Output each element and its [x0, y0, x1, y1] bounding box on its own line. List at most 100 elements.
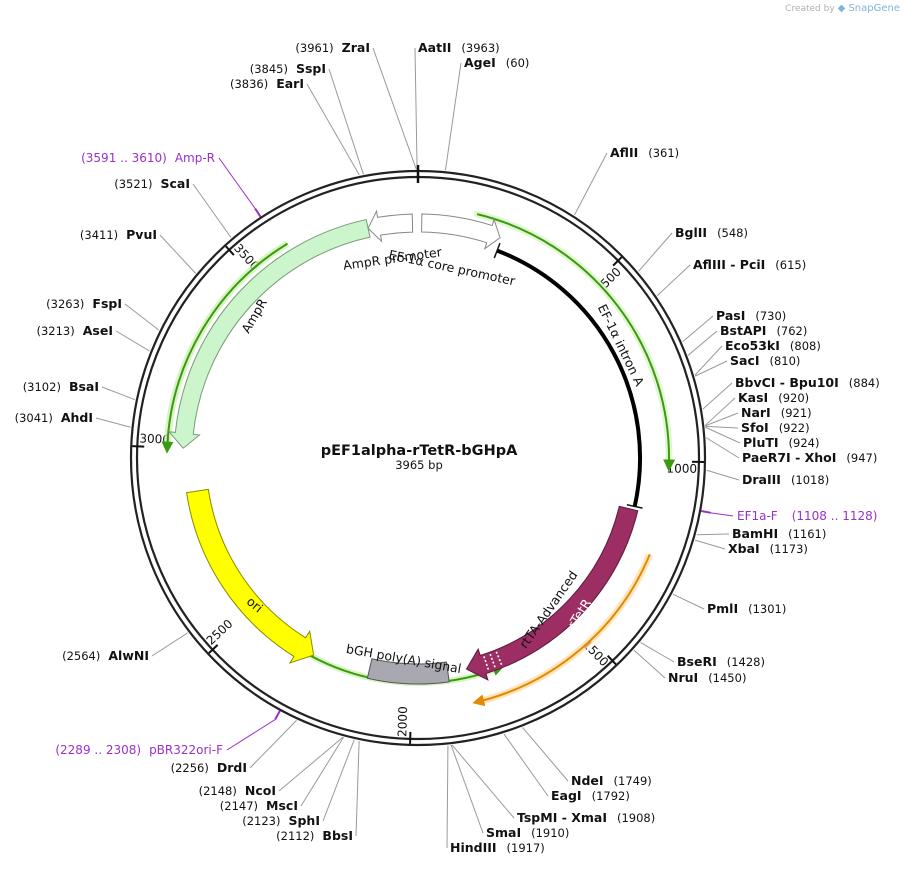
- ampr-arrow: [167, 218, 371, 449]
- site-name: SfoI: [741, 420, 769, 435]
- site-leader: [638, 232, 673, 272]
- site-label[interactable]: MscI(2147): [220, 798, 298, 813]
- site-label[interactable]: BstAPI (762): [720, 323, 807, 338]
- snapgene-credit: Created by ◆ SnapGene: [785, 3, 900, 14]
- site-label[interactable]: PmlI(1301): [707, 601, 786, 616]
- plasmid-size: 3965 bp: [395, 458, 443, 472]
- site-label[interactable]: DrdI(2256): [171, 760, 247, 775]
- primer-label[interactable]: (2289 .. 2308)pBR322ori-F: [55, 710, 281, 757]
- site-label[interactable]: AflIII - PciI(615): [693, 257, 806, 272]
- site-label[interactable]: SfoI(922): [741, 420, 810, 435]
- site-leader: [95, 417, 131, 428]
- site-label[interactable]: SspI(3845): [250, 61, 326, 76]
- primer-mark: [700, 509, 712, 514]
- site-label[interactable]: TspMI - XmaI(1908): [517, 810, 655, 825]
- site-position: (762): [776, 324, 807, 338]
- site-name: SacI: [730, 353, 760, 368]
- site-leader: [702, 382, 733, 410]
- tick-label: 2000: [395, 706, 410, 737]
- site-leader-lines: [95, 47, 741, 849]
- site-position: (3213): [37, 324, 75, 338]
- site-label[interactable]: KasI(920): [738, 390, 809, 405]
- site-name: NdeI: [571, 773, 604, 788]
- site-position: (2564): [62, 649, 100, 663]
- site-name: EarI: [276, 76, 304, 91]
- site-label[interactable]: BsaI(3102): [23, 379, 99, 394]
- site-label[interactable]: AlwNI (2564): [62, 648, 149, 663]
- site-name: PasI: [716, 308, 745, 323]
- site-label[interactable]: BamHI(1161): [732, 526, 826, 541]
- tick-label: 2500: [204, 617, 236, 648]
- site-label[interactable]: PaeR7I - XhoI(947): [742, 450, 877, 465]
- site-label[interactable]: Eco53kI(808): [725, 338, 821, 353]
- site-position: (3263): [46, 297, 84, 311]
- ori-arrow: [186, 488, 315, 664]
- site-label[interactable]: BbvCI - Bpu10I(884): [735, 375, 880, 390]
- site-name: EagI: [551, 788, 582, 803]
- site-name: DrdI: [217, 760, 247, 775]
- site-label[interactable]: SphI(2123): [242, 813, 320, 828]
- rtetr-arrow: [465, 505, 639, 681]
- site-label[interactable]: AhdI(3041): [15, 410, 93, 425]
- site-name: DraIII: [742, 472, 781, 487]
- site-label[interactable]: NruI(1450): [668, 670, 746, 685]
- site-position: (1910): [531, 826, 569, 840]
- site-label[interactable]: AseI(3213): [37, 323, 114, 338]
- site-leader: [687, 330, 718, 356]
- site-leader: [706, 469, 740, 481]
- site-label[interactable]: PvuI (3411): [80, 227, 157, 242]
- site-name: AlwNI: [108, 648, 149, 663]
- site-position: (3845): [250, 62, 288, 76]
- site-name: PluTI: [743, 435, 779, 450]
- site-label[interactable]: AgeI(60): [464, 55, 529, 70]
- site-label[interactable]: SacI(810): [730, 353, 800, 368]
- site-name: BstAPI: [720, 323, 766, 338]
- site-position: (2112): [276, 829, 314, 843]
- site-label[interactable]: ScaI(3521): [114, 176, 190, 191]
- site-position: (2148): [199, 784, 237, 798]
- site-label[interactable]: PasI(730): [716, 308, 786, 323]
- site-leader: [574, 152, 608, 216]
- site-label[interactable]: NdeI(1749): [571, 773, 652, 788]
- site-name: PvuI: [126, 227, 157, 242]
- site-position: (808): [790, 339, 821, 353]
- site-name: XbaI: [728, 541, 760, 556]
- site-label[interactable]: AatII(3963): [418, 40, 500, 55]
- site-label[interactable]: EagI(1792): [551, 788, 630, 803]
- site-name: BsaI: [69, 379, 99, 394]
- site-position: (3411): [80, 228, 118, 242]
- site-label[interactable]: BbsI(2112): [276, 828, 353, 843]
- site-leader: [705, 412, 739, 427]
- site-label[interactable]: XbaI(1173): [728, 541, 808, 556]
- site-label[interactable]: FspI(3263): [46, 296, 122, 311]
- site-name: BseRI: [677, 654, 717, 669]
- site-leader: [306, 83, 360, 176]
- site-name: NruI: [668, 670, 698, 685]
- site-label[interactable]: DraIII(1018): [742, 472, 829, 487]
- site-leader: [151, 632, 189, 657]
- tick-mark: [606, 655, 617, 666]
- site-label[interactable]: NarI(921): [741, 405, 812, 420]
- site-leader: [159, 234, 197, 274]
- primer-label[interactable]: EF1a-F(1108 .. 1128): [700, 509, 877, 523]
- site-leader: [249, 719, 297, 769]
- site-name: HindIII: [450, 840, 497, 855]
- site-label[interactable]: ZraI(3961): [295, 40, 370, 55]
- site-label[interactable]: NcoI(2148): [199, 783, 276, 798]
- plasmid-name: pEF1alpha-rTetR-bGHpA: [321, 443, 518, 459]
- site-position: (615): [775, 258, 806, 272]
- rtta-orf-indicator: [472, 554, 651, 707]
- site-label[interactable]: SmaI(1910): [486, 825, 569, 840]
- site-label[interactable]: EarI(3836): [230, 76, 304, 91]
- ampr-orf-indicator: [161, 242, 289, 454]
- site-label[interactable]: AflII(361): [610, 145, 679, 160]
- primer-label[interactable]: (3591 .. 3610)Amp-R: [81, 151, 262, 218]
- site-label[interactable]: BglII(548): [675, 225, 748, 240]
- site-name: PaeR7I - XhoI: [742, 450, 836, 465]
- site-label[interactable]: HindIII(1917): [450, 840, 545, 855]
- primer-text: (3591 .. 3610)Amp-R: [81, 151, 215, 165]
- site-position: (1161): [788, 527, 826, 541]
- site-label[interactable]: PluTI(924): [743, 435, 819, 450]
- site-label[interactable]: BseRI(1428): [677, 654, 765, 669]
